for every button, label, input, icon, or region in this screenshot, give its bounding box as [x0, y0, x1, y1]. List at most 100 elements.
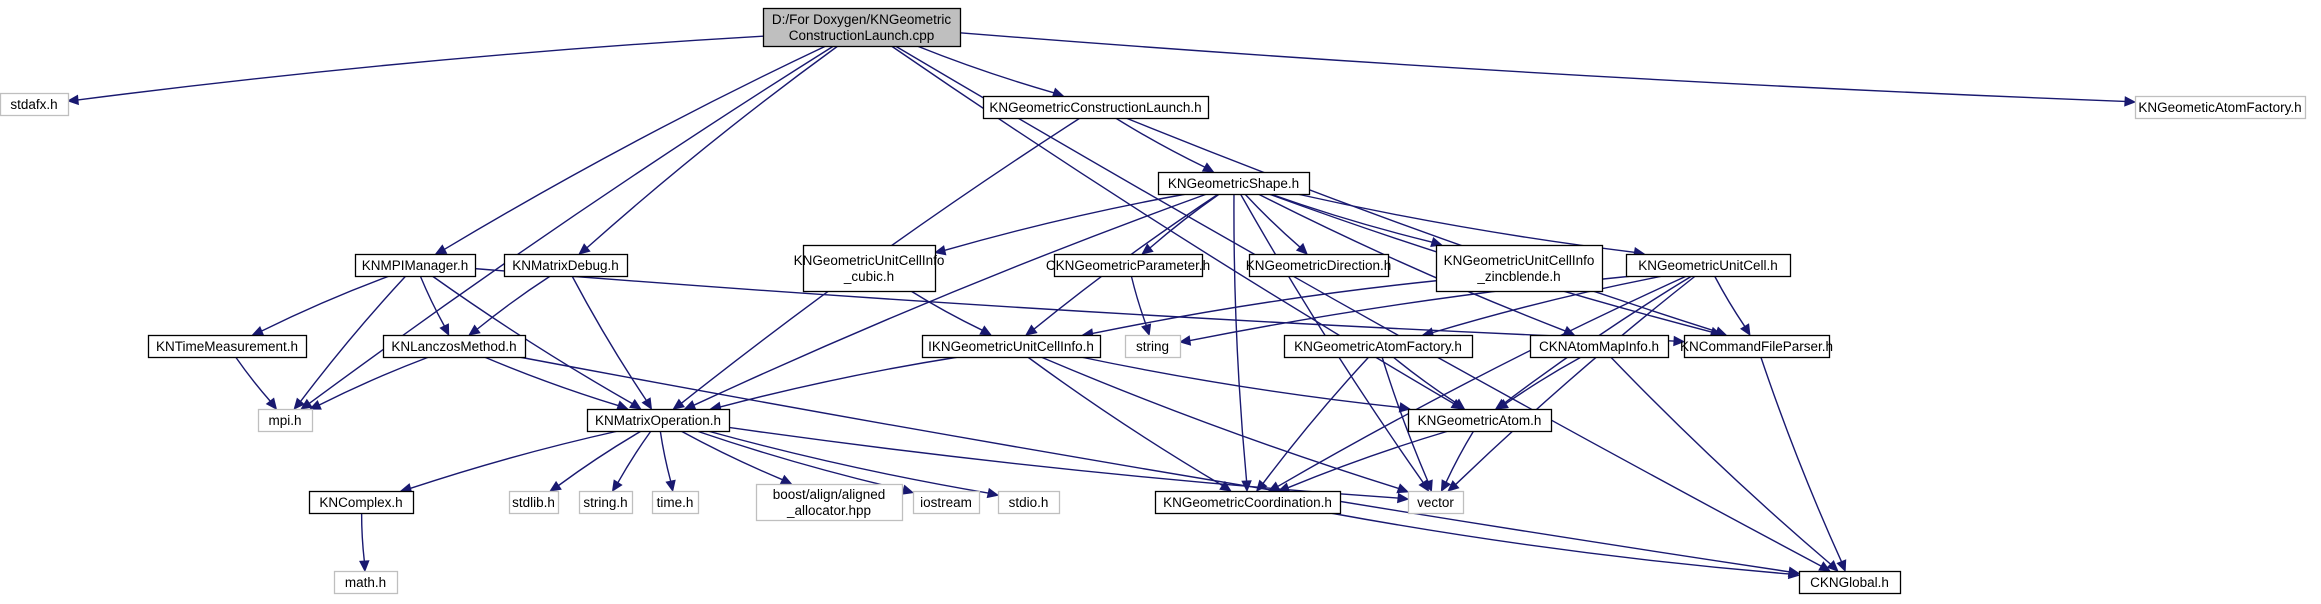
node-cubic[interactable]: KNGeometricUnitCellInfo_cubic.h	[794, 244, 945, 293]
node-param[interactable]: CKNGeometricParameter.h	[1046, 253, 1210, 278]
node-box	[508, 490, 560, 515]
node-stdlib[interactable]: stdlib.h	[508, 490, 560, 515]
edge-line	[518, 356, 1790, 573]
edge-complex-to-mathh	[359, 512, 370, 573]
node-label: stdio.h	[1009, 495, 1049, 510]
node-label: _cubic.h	[843, 269, 894, 284]
edge-line	[1445, 430, 1475, 483]
node-label: KNGeometricUnitCellInfo	[794, 253, 945, 268]
node-box	[1798, 570, 1902, 595]
node-shape[interactable]: KNGeometricShape.h	[1157, 171, 1311, 196]
node-mathh[interactable]: math.h	[333, 570, 399, 595]
node-label: KNGeometricAtomFactory.h	[1294, 339, 1462, 354]
arrowhead-icon	[251, 326, 265, 336]
node-zincblende[interactable]: KNGeometricUnitCellInfo_zincblende.h	[1435, 244, 1604, 293]
node-matrixop[interactable]: KNMatrixOperation.h	[586, 408, 731, 433]
node-iunitcellinfo[interactable]: IKNGeometricUnitCellInfo.h	[921, 334, 1102, 359]
node-box	[382, 334, 527, 359]
node-atomfactory_ext[interactable]: KNGeometicAtomFactory.h	[2134, 95, 2307, 120]
edge-line	[235, 356, 271, 402]
edge-line	[410, 430, 619, 490]
node-label: KNGeometricConstructionLaunch.h	[989, 100, 1201, 115]
arrowhead-icon	[439, 323, 450, 337]
edge-line	[476, 275, 551, 330]
arrowhead-icon	[779, 474, 793, 485]
edge-matrixop-to-stringh	[611, 430, 652, 493]
node-box	[912, 490, 981, 515]
node-box	[578, 490, 634, 515]
node-stdio[interactable]: stdio.h	[997, 490, 1061, 515]
edge-iunitcellinfo-to-vector	[1040, 356, 1410, 494]
edge-line	[261, 275, 390, 332]
node-unitcell[interactable]: KNGeometricUnitCell.h	[1625, 253, 1792, 278]
edge-line	[959, 32, 2126, 103]
node-box	[1154, 490, 1342, 515]
node-mpi[interactable]: mpi.h	[257, 408, 314, 433]
node-box	[982, 95, 1210, 120]
node-cmdparser[interactable]: KNCommandFileParser.h	[1680, 334, 1833, 359]
edge-line	[484, 356, 619, 407]
edge-launch_h-to-shape	[1115, 117, 1215, 173]
arrowhead-icon	[1219, 480, 1232, 492]
node-launch_h[interactable]: KNGeometricConstructionLaunch.h	[982, 95, 1210, 120]
node-label: string.h	[583, 495, 627, 510]
node-label: KNMPIManager.h	[362, 258, 469, 273]
node-label: KNGeometricShape.h	[1168, 176, 1299, 191]
node-label: KNGeometricUnitCellInfo	[1444, 253, 1595, 268]
node-iostream[interactable]: iostream	[912, 490, 981, 515]
node-global[interactable]: CKNGlobal.h	[1798, 570, 1902, 595]
node-label: math.h	[345, 575, 386, 590]
edge-unitcell-to-vector	[1447, 275, 1696, 492]
node-complex[interactable]: KNComplex.h	[308, 490, 415, 515]
arrowhead-icon	[665, 479, 676, 493]
node-label: ConstructionLaunch.cpp	[789, 28, 935, 43]
node-label: vector	[1417, 495, 1454, 510]
edge-iunitcellinfo-to-coordination	[1027, 356, 1232, 492]
arrowhead-icon	[549, 480, 562, 492]
edge-line	[1027, 356, 1223, 487]
node-box	[1529, 334, 1670, 359]
node-timeh[interactable]: time.h	[651, 490, 700, 515]
node-box	[0, 92, 70, 117]
edge-lanczos-to-mpi	[309, 356, 430, 410]
edge-line	[944, 193, 1187, 252]
node-boost[interactable]: boost/align/aligned_allocator.hpp	[755, 483, 904, 522]
node-string[interactable]: string	[1124, 334, 1182, 359]
arrowhead-icon	[1025, 324, 1038, 336]
node-stdafx[interactable]: stdafx.h	[0, 92, 70, 117]
edge-timemeas-to-mpi	[235, 356, 278, 410]
node-atommap[interactable]: CKNAtomMapInfo.h	[1529, 334, 1670, 359]
arrowhead-icon	[293, 397, 306, 410]
edge-line	[318, 356, 430, 406]
edge-mpimanager-to-timemeas	[251, 275, 390, 336]
node-lanczos[interactable]: KNLanczosMethod.h	[382, 334, 527, 359]
arrowhead-icon	[359, 560, 370, 573]
arrowhead-icon	[1787, 568, 1801, 580]
node-timemeas[interactable]: KNTimeMeasurement.h	[147, 334, 308, 359]
arrowhead-icon	[1267, 481, 1281, 492]
edge-mpimanager-to-cmdparser	[474, 267, 1686, 347]
node-box	[257, 408, 314, 433]
node-box	[308, 490, 415, 515]
node-label: KNGeometicAtomFactory.h	[2138, 100, 2301, 115]
node-mpimanager[interactable]: KNMPIManager.h	[354, 253, 477, 278]
arrowhead-icon	[1452, 398, 1466, 410]
edge-matrixop-to-complex	[399, 430, 619, 494]
node-atom[interactable]: KNGeometricAtom.h	[1407, 408, 1553, 433]
edge-param-to-string	[1130, 275, 1152, 337]
node-box	[755, 483, 904, 522]
edge-line	[659, 430, 672, 482]
edge-shape-to-direction	[1244, 193, 1308, 255]
edge-matrixdebug-to-matrixop	[571, 275, 653, 411]
node-vector[interactable]: vector	[1407, 490, 1465, 515]
node-coordination[interactable]: KNGeometricCoordination.h	[1154, 490, 1342, 515]
node-atomfactory[interactable]: KNGeometricAtomFactory.h	[1283, 334, 1474, 359]
node-direction[interactable]: KNGeometricDirection.h	[1246, 253, 1392, 278]
edge-line	[720, 356, 959, 408]
node-root[interactable]: D:/For Doxygen/KNGeometricConstructionLa…	[762, 7, 962, 48]
node-stringh[interactable]: string.h	[578, 490, 634, 515]
edge-line	[1505, 356, 1582, 405]
node-label: KNLanczosMethod.h	[391, 339, 516, 354]
node-matrixdebug[interactable]: KNMatrixDebug.h	[503, 253, 629, 278]
arrowhead-icon	[309, 399, 322, 410]
